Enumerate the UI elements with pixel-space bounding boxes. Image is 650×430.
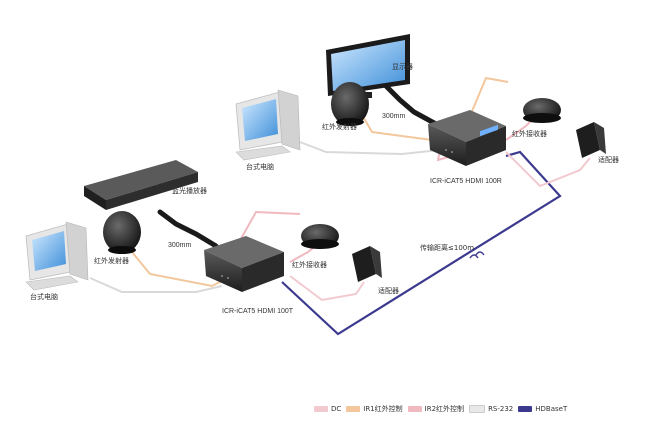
receiver-device: [428, 110, 506, 166]
legend-swatch: [346, 406, 361, 412]
label-cable-length-top: 300mm: [382, 113, 406, 120]
rs232-cable-bottom: [89, 277, 223, 293]
legend-label: HDBaseT: [535, 405, 568, 413]
hdmi-cable-bottom: [157, 209, 219, 249]
ir-receiver-bottom: [301, 224, 339, 249]
legend-swatch: [314, 406, 328, 412]
desktop-pc-top: [235, 89, 301, 161]
legend-item-hdbaset: HDBaseT: [518, 405, 567, 413]
label-ir-emitter-bottom: 红外发射器: [94, 257, 129, 265]
label-ir-receiver-top: 红外接收器: [512, 130, 547, 138]
ir2-cable-bottom: [237, 210, 301, 245]
legend-item-dc: DC: [314, 405, 341, 413]
legend-label: IR2红外控制: [424, 405, 465, 413]
label-transmission-distance: 传输距离≤100m: [420, 244, 475, 252]
legend: DC IR1红外控制 IR2红外控制 RS-232 HDBaseT: [314, 403, 567, 415]
label-transmitter-model: ICR-iCAT5 HDMI 100T: [222, 308, 294, 315]
legend-item-ir1: IR1红外控制: [346, 404, 403, 414]
label-display: 显示器: [392, 63, 413, 71]
legend-label: IR1红外控制: [363, 405, 403, 413]
power-adapter-top: [576, 122, 606, 158]
bluray-player: [84, 160, 198, 210]
ir-receiver-top: [523, 98, 561, 123]
dc-cable-bottom: [289, 275, 365, 302]
legend-item-ir2: IR2红外控制: [407, 404, 465, 414]
display-tv: [326, 34, 410, 98]
desktop-pc-bottom: [25, 221, 89, 291]
label-ir-receiver-bottom: 红外接收器: [292, 261, 327, 269]
label-pc-top: 台式电脑: [246, 163, 274, 171]
ir-emitter-bottom: [103, 211, 141, 254]
legend-swatch: [469, 405, 486, 413]
label-pc-bottom: 台式电脑: [30, 293, 58, 301]
label-bluray: 蓝光播放器: [172, 187, 207, 195]
label-cable-length-bottom: 300mm: [168, 242, 192, 249]
rs232-cable-top: [299, 141, 441, 156]
legend-label: RS-232: [488, 405, 514, 413]
label-adapter-top: 适配器: [598, 156, 619, 164]
label-adapter-bottom: 适配器: [378, 287, 399, 295]
hdbaset-cable: [281, 150, 562, 336]
label-receiver-model: ICR-iCAT5 HDMI 100R: [430, 178, 502, 185]
legend-label: DC: [331, 405, 342, 413]
hdmi-cable-top: [383, 83, 439, 127]
ir1-cable-top-2: [469, 76, 509, 117]
power-adapter-bottom: [352, 246, 382, 282]
ir1-cable-bottom: [131, 251, 225, 288]
legend-item-rs232: RS-232: [469, 405, 513, 413]
legend-swatch: [518, 406, 533, 412]
label-ir-emitter-top: 红外发射器: [322, 123, 357, 131]
ir-emitter-top: [331, 82, 369, 126]
transmitter-device: [204, 236, 284, 292]
distance-break-mark: [469, 251, 485, 259]
legend-swatch: [407, 406, 422, 412]
dc-cable-top: [505, 151, 591, 188]
